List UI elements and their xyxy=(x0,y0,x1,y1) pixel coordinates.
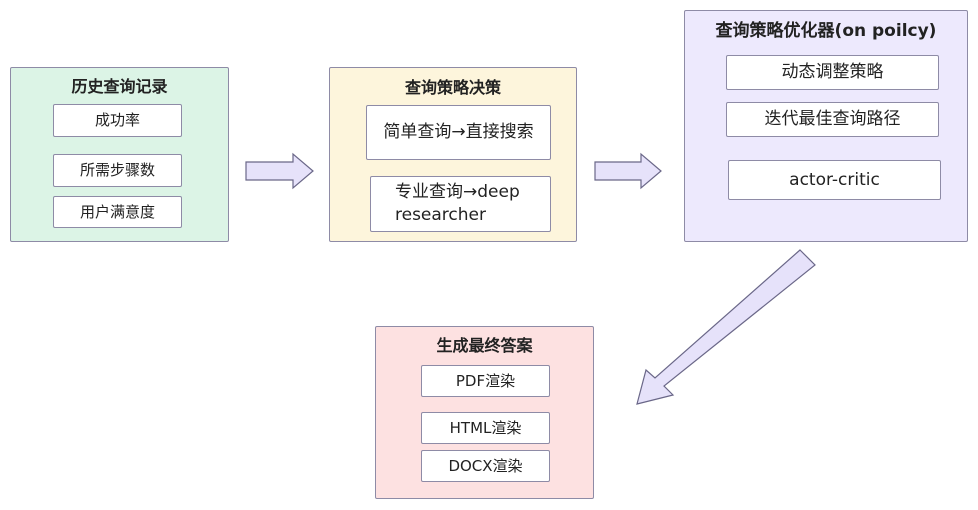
final-answer-group: 生成最终答案 PDF渲染 HTML渲染 DOCX渲染 xyxy=(375,326,594,499)
arrow-history-to-decision xyxy=(245,152,314,190)
iterate-best-path-node: 迭代最佳查询路径 xyxy=(726,102,939,137)
strategy-decision-group: 查询策略决策 简单查询→直接搜索 专业查询→deep researcher xyxy=(329,67,577,242)
docx-render-node: DOCX渲染 xyxy=(421,450,550,482)
simple-query-node: 简单查询→直接搜索 xyxy=(366,105,551,160)
user-satisfaction-node: 用户满意度 xyxy=(53,196,182,228)
final-answer-title: 生成最终答案 xyxy=(436,336,533,355)
professional-query-node: 专业查询→deep researcher xyxy=(370,176,551,232)
strategy-optimizer-group: 查询策略优化器(on poilcy) 动态调整策略 迭代最佳查询路径 actor… xyxy=(684,10,968,242)
strategy-decision-title: 查询策略决策 xyxy=(404,78,501,97)
success-rate-node: 成功率 xyxy=(53,104,182,137)
history-records-title: 历史查询记录 xyxy=(71,77,168,96)
dynamic-adjust-node: 动态调整策略 xyxy=(726,55,939,90)
arrow-decision-to-optimizer xyxy=(594,152,662,190)
history-records-group: 历史查询记录 成功率 所需步骤数 用户满意度 xyxy=(10,67,229,242)
html-render-node: HTML渲染 xyxy=(421,412,550,444)
required-steps-node: 所需步骤数 xyxy=(53,154,182,187)
strategy-optimizer-title: 查询策略优化器(on poilcy) xyxy=(715,21,937,41)
pdf-render-node: PDF渲染 xyxy=(421,365,550,397)
actor-critic-node: actor-critic xyxy=(728,160,941,200)
arrow-optimizer-to-final xyxy=(636,249,816,405)
